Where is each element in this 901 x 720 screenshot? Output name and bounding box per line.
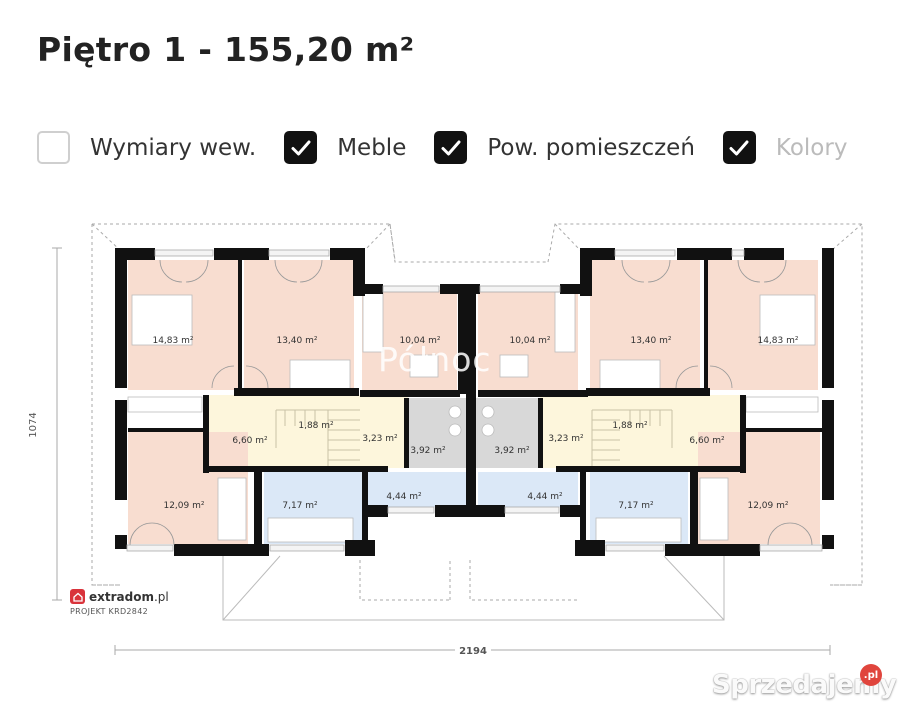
area-label: 6,60 m² [232,436,268,446]
display-options: Wymiary wew. Meble Pow. pomieszczeń Kolo… [37,131,875,164]
area-label: 3,92 m² [494,446,530,456]
area-label: 3,92 m² [410,446,446,456]
checkmark-icon [441,140,461,155]
area-label: 10,04 m² [509,336,550,346]
dimension-width: 2194 [459,646,487,657]
area-label: 14,83 m² [757,336,798,346]
washer [448,405,462,419]
checkbox-unchecked[interactable] [37,131,70,164]
washer [448,423,462,437]
walls [115,248,834,556]
watermark-north: Północ [378,340,492,379]
roof-outline [91,223,863,601]
area-label: 12,09 m² [163,501,204,511]
area-label: 1,88 m² [612,421,648,431]
area-label: 4,44 m² [527,492,563,502]
logo-text: extradom.pl [89,589,169,604]
furniture [127,291,819,543]
bed [759,294,816,346]
bathtub [595,517,682,543]
toggle-label: Meble [337,134,407,161]
toggle-kolory[interactable]: Kolory [722,131,848,164]
bed [699,477,729,541]
project-label: PROJEKT KRD2842 [70,607,148,616]
area-label: 13,40 m² [630,336,671,346]
toggle-label: Kolory [775,134,848,161]
bathtub [267,517,354,543]
room-wc-right [478,472,578,507]
toggle-meble[interactable]: Meble [284,131,406,164]
area-label: 7,17 m² [282,501,318,511]
toggle-wymiary[interactable]: Wymiary wew. [37,131,256,164]
toggle-label: Pow. pomieszczeń [487,134,695,161]
chair [409,354,439,378]
area-label: 13,40 m² [276,336,317,346]
wardrobe [127,396,203,413]
page-title: Piętro 1 - 155,20 m² [37,30,415,69]
bed [289,359,351,391]
dimension-height: 1074 [28,412,39,437]
floor-plan[interactable]: 1074 2194 14,83 m² 13,40 m² 10,04 m² 6,6… [0,200,901,720]
chair [499,354,529,378]
toggle-label: Wymiary wew. [90,134,257,161]
wardrobe [745,396,819,413]
toggle-pow-pomieszczen[interactable]: Pow. pomieszczeń [434,131,695,164]
checkbox-checked[interactable] [434,131,468,164]
desk [554,291,576,353]
checkbox-checked[interactable] [722,131,756,164]
washer [481,423,495,437]
windows [126,249,823,552]
washer [481,405,495,419]
footprint-lines [222,555,725,621]
area-label: 1,88 m² [298,421,334,431]
checkbox-checked[interactable] [284,131,318,164]
checkmark-icon [729,140,749,155]
house-icon [70,589,85,604]
extradom-logo: extradom.pl [70,589,169,604]
checkmark-icon [291,140,311,155]
area-label: 4,44 m² [386,492,422,502]
area-label: 12,09 m² [747,501,788,511]
watermark-pl-badge: .pl [860,664,882,686]
bed [217,477,247,541]
doors [129,259,813,546]
area-label: 10,04 m² [399,336,440,346]
area-label: 6,60 m² [689,436,725,446]
area-label: 14,83 m² [152,336,193,346]
area-label: 3,23 m² [548,434,584,444]
bed [131,294,193,346]
area-label: 3,23 m² [362,434,398,444]
bed [599,359,661,391]
room-wc-left [368,472,468,507]
stairs [275,409,673,468]
area-label: 7,17 m² [618,501,654,511]
